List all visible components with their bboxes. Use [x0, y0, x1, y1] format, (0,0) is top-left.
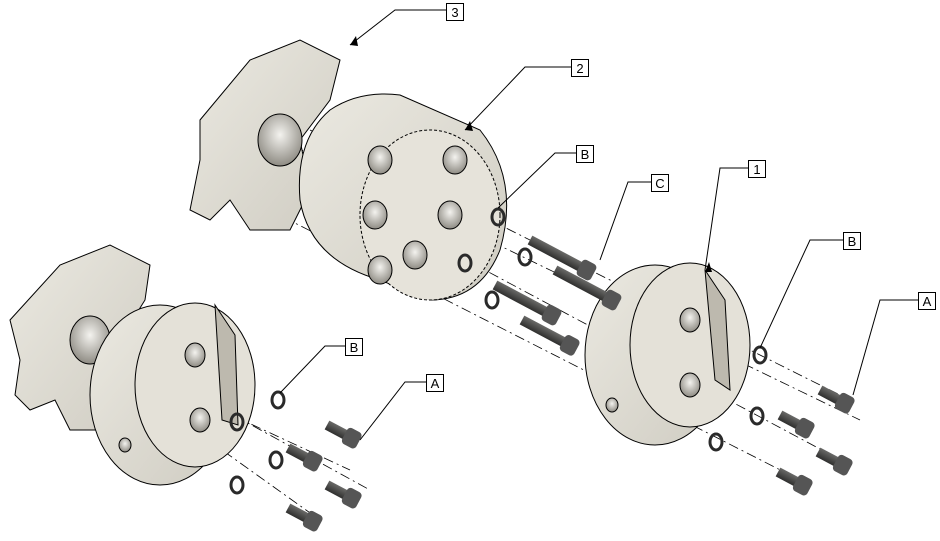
callout-label: B	[576, 145, 594, 163]
bolts-short	[285, 385, 855, 532]
washers	[229, 207, 768, 495]
leader-lines	[279, 9, 918, 441]
part-1-clamp-lower	[89, 302, 256, 486]
callout-label: B	[843, 232, 861, 250]
callout-label: B	[345, 338, 363, 356]
callout-label: 1	[748, 160, 766, 178]
callout-label: C	[651, 174, 669, 192]
bolts-long	[492, 235, 622, 356]
callout-label: A	[918, 292, 936, 310]
callout-label: A	[426, 374, 444, 392]
part-1-clamp-right	[584, 262, 751, 446]
part-2-hub	[298, 93, 508, 301]
callout-label: 2	[571, 59, 589, 77]
leader-arrowheads	[350, 36, 712, 272]
callout-label: 3	[446, 3, 464, 21]
